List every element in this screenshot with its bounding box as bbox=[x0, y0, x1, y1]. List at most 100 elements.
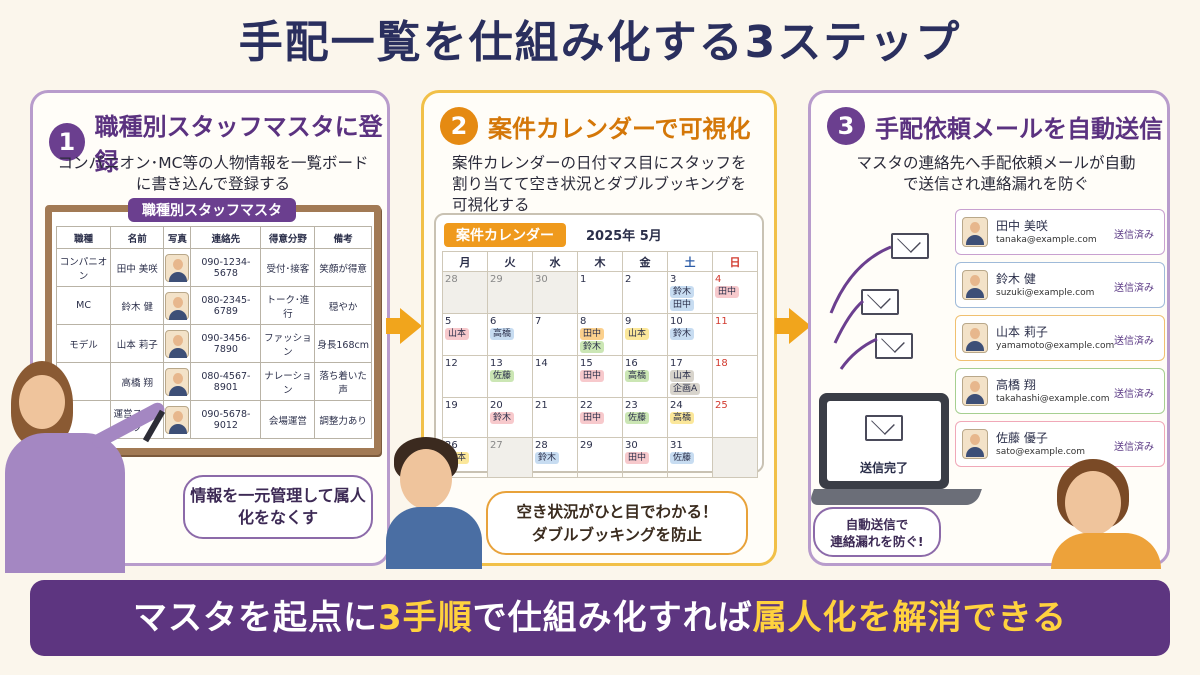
calendar-day-cell[interactable]: 19 bbox=[442, 397, 488, 438]
calendar-day-cell[interactable]: 29 bbox=[577, 437, 623, 478]
step3-panel: 3 手配依頼メールを自動送信 マスタの連絡先へ手配依頼メールが自動で送信され連絡… bbox=[808, 90, 1170, 569]
board-phone: 090-5678-9012 bbox=[190, 400, 262, 439]
arrow-right-icon bbox=[400, 308, 422, 344]
calendar-date: 5 bbox=[445, 316, 452, 327]
staff-assignment-chip[interactable]: 高橋 bbox=[490, 328, 515, 340]
staff-assignment-chip[interactable]: 佐藤 bbox=[670, 452, 695, 464]
calendar-day-cell[interactable]: 7 bbox=[532, 313, 578, 356]
calendar-day-cell[interactable]: 25 bbox=[712, 397, 758, 438]
calendar-date: 13 bbox=[490, 358, 503, 369]
staff-assignment-chip[interactable]: 高橋 bbox=[670, 412, 695, 424]
calendar-day-cell[interactable]: 12 bbox=[442, 355, 488, 398]
calendar-date: 22 bbox=[580, 400, 593, 411]
staff-assignment-chip[interactable]: 田中 bbox=[580, 412, 605, 424]
summary-banner: マスタを起点に3手順で仕組み化すれば属人化を解消できる bbox=[30, 580, 1170, 656]
step1-description: コンパニオン･MC等の人物情報を一覧ボードに書き込んで登録する bbox=[57, 154, 369, 193]
board-role: モデル bbox=[55, 324, 112, 363]
board-note: 笑顔が得意 bbox=[314, 248, 372, 287]
step3-bubble-line2: 連絡漏れを防ぐ! bbox=[830, 534, 924, 549]
calendar-day-cell[interactable]: 30 bbox=[532, 271, 578, 314]
calendar-date: 20 bbox=[490, 400, 503, 411]
man-face bbox=[400, 449, 452, 509]
staff-assignment-chip[interactable]: 田中 bbox=[715, 286, 740, 298]
calendar-day-cell[interactable]: 1 bbox=[577, 271, 623, 314]
calendar-day-cell[interactable]: 14 bbox=[532, 355, 578, 398]
board-column-header: 名前 bbox=[110, 226, 165, 249]
staff-assignment-chip[interactable]: 高橋 bbox=[625, 370, 650, 382]
status-badge: 送信済み bbox=[1114, 442, 1154, 453]
staff-assignment-chip[interactable]: 山本 bbox=[445, 328, 470, 340]
step1-number: 1 bbox=[49, 123, 85, 161]
calendar-day-cell[interactable]: 29 bbox=[487, 271, 533, 314]
calendar-date: 30 bbox=[535, 274, 548, 285]
staff-assignment-chip[interactable]: 鈴木 bbox=[670, 286, 695, 298]
send-complete-label: 送信完了 bbox=[859, 461, 908, 475]
calendar-day-cell[interactable]: 21 bbox=[532, 397, 578, 438]
staff-assignment-chip[interactable]: 田中 bbox=[670, 299, 695, 311]
board-photo bbox=[163, 400, 192, 439]
calendar-day-cell[interactable]: 27 bbox=[487, 437, 533, 478]
staff-assignment-chip[interactable]: 鈴木 bbox=[580, 341, 605, 353]
staff-assignment-chip[interactable]: 鈴木 bbox=[535, 452, 560, 464]
staff-assignment-chip[interactable]: 佐藤 bbox=[625, 412, 650, 424]
calendar-day-cell[interactable] bbox=[712, 437, 758, 478]
contact-name: 田中 美咲 bbox=[996, 219, 1048, 233]
calendar-week: 26山本2728鈴木2930田中31佐藤 bbox=[442, 437, 758, 478]
staff-assignment-chip[interactable]: 山本 bbox=[670, 370, 695, 382]
step3-bubble-line1: 自動送信で bbox=[845, 517, 909, 532]
calendar-date: 9 bbox=[625, 316, 632, 327]
contact-name: 山本 莉子 bbox=[996, 325, 1048, 339]
staff-assignment-chip[interactable]: 企画A bbox=[670, 383, 701, 395]
staff-assignment-chip[interactable]: 田中 bbox=[580, 370, 605, 382]
avatar bbox=[962, 376, 988, 406]
calendar-day-cell[interactable]: 2 bbox=[622, 271, 668, 314]
step3-title: 手配依頼メールを自動送信 bbox=[875, 114, 1163, 143]
calendar-day-cell[interactable]: 11 bbox=[712, 313, 758, 356]
board-name: 山本 莉子 bbox=[110, 324, 165, 363]
calendar-day-cell[interactable]: 18 bbox=[712, 355, 758, 398]
step3-bubble: 自動送信で 連絡漏れを防ぐ! bbox=[813, 507, 941, 557]
staff-assignment-chip[interactable]: 鈴木 bbox=[490, 412, 515, 424]
board-label: 職種別スタッフマスタ bbox=[128, 198, 296, 222]
step2-header: 2 案件カレンダーで可視化 bbox=[440, 107, 751, 145]
staff-assignment-chip[interactable]: 鈴木 bbox=[670, 328, 695, 340]
staff-assignment-chip[interactable]: 山本 bbox=[625, 328, 650, 340]
calendar-date: 30 bbox=[625, 440, 638, 451]
status-badge: 送信済み bbox=[1114, 389, 1154, 400]
calendar-day-cell[interactable]: 28 bbox=[442, 271, 488, 314]
staff-assignment-chip[interactable]: 佐藤 bbox=[490, 370, 515, 382]
banner-highlight-2: 属人化を解消できる bbox=[752, 598, 1067, 638]
board-phone: 090-1234-5678 bbox=[190, 248, 262, 287]
staff-assignment-chip[interactable]: 田中 bbox=[580, 328, 605, 340]
staff-assignment-chip[interactable]: 田中 bbox=[625, 452, 650, 464]
contact-name: 鈴木 健 bbox=[996, 272, 1036, 286]
